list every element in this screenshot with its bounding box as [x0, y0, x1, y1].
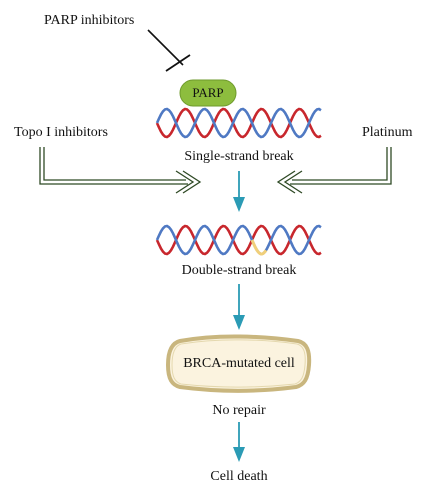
label-brca-mutated-cell: BRCA-mutated cell: [183, 356, 295, 371]
label-platinum: Platinum: [362, 125, 413, 140]
inhibition-bar: [165, 54, 191, 72]
topo-inhibitors-arrow: [39, 147, 202, 194]
parp-protein: [179, 79, 237, 107]
label-no-repair: No repair: [212, 403, 266, 418]
arrow-dsb-to-cell: [233, 284, 245, 330]
dna-strand-blue: [155, 224, 322, 256]
dna-strand-blue: [155, 107, 322, 139]
label-single-strand-break: Single-strand break: [184, 149, 294, 164]
dna-strand-red: [155, 107, 322, 139]
inhibition-line: [147, 29, 184, 66]
dna-helix-double-strand-break: [155, 224, 322, 256]
brca-cell-shape: [165, 334, 312, 393]
label-parp-inhibitors: PARP inhibitors: [44, 13, 135, 28]
label-double-strand-break: Double-strand break: [181, 263, 297, 278]
arrow-norepair-to-death: [233, 422, 245, 462]
label-parp: PARP: [192, 85, 224, 100]
platinum-arrow: [276, 147, 392, 194]
arrow-ssb-to-dsb: [233, 171, 245, 212]
strand-break-marker: [250, 239, 268, 256]
dna-helix-single-strand-break: [155, 107, 322, 139]
label-topo-inhibitors: Topo I inhibitors: [14, 125, 108, 140]
dna-strand-red: [155, 224, 322, 256]
label-cell-death: Cell death: [210, 469, 268, 484]
